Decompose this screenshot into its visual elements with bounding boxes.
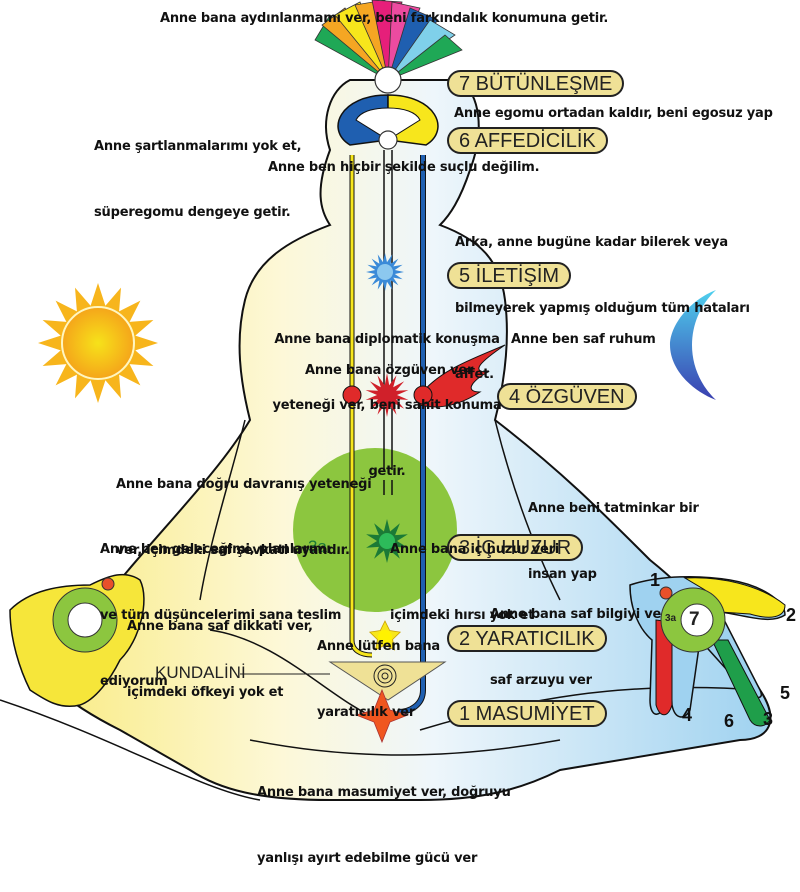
right-hand: [629, 576, 786, 727]
hand-void-label: 3a: [665, 613, 677, 624]
finger-number-3: 3: [763, 709, 774, 729]
mooladhara-symbol: [354, 688, 410, 744]
affirmation-line: yeteneği ver, beni sahit konuma: [272, 398, 502, 413]
affirmation-line: Anne bana saf bilgiyi ve: [490, 607, 662, 622]
affirmation-line: Anne bana saf dikkati ver,: [127, 619, 313, 634]
affirmation-line: getir.: [368, 464, 406, 479]
affirmation-line: Anne bana masumiyet ver, doğruyu: [257, 785, 511, 800]
affirmation-right-conduct: Anne bana doğru davranış yeteneği ver, i…: [116, 430, 372, 584]
sun-icon: [38, 283, 158, 403]
diagram-artwork: [0, 0, 786, 801]
anahata-symbol: [342, 344, 506, 417]
affirmation-ego: Anne egomu ortadan kaldır, beni egosuz y…: [454, 106, 773, 121]
kundalini-triangle: [240, 661, 447, 701]
chakra-label-1: 1 MASUMİYET: [447, 700, 607, 727]
finger-number-6: 6: [724, 711, 735, 731]
vishuddhi-symbol: [366, 253, 404, 291]
affirmation-line: Anne şartlanmalarımı yok et,: [94, 139, 302, 154]
void-circle: [293, 448, 457, 612]
affirmation-creativity: Anne lütfen bana yaratıcılık ver: [317, 592, 440, 746]
affirmation-line: Anne bana diplomatik konuşma: [274, 332, 500, 347]
affirmation-line: insan yap: [528, 567, 597, 582]
nabhi-symbol: [366, 519, 408, 563]
affirmation-line: Anne bana doğru davranış yeteneği: [116, 477, 372, 492]
finger-number-1: 1: [650, 570, 661, 590]
affirmation-line: ver, içimdeki saf şevkati uyandır.: [116, 543, 350, 558]
affirmation-vishuddhi: Anne bana diplomatik konuşma yeteneği ve…: [262, 285, 512, 505]
affirmation-top: Anne bana aydınlanmamı ver, beni farkınd…: [160, 11, 609, 26]
agnya-shape: [337, 94, 439, 150]
affirmation-back: Arka, anne bugüne kadar bilerek veya bil…: [455, 188, 750, 408]
affirmation-line: affet.: [455, 367, 494, 382]
affirmation-line: Anne ben geleceğimi, planlarımı: [100, 542, 331, 557]
affirmation-line: Arka, anne bugüne kadar bilerek veya: [455, 235, 728, 250]
swadishthan-symbol: [368, 620, 402, 651]
affirmation-knowledge: Anne bana saf bilgiyi ve saf arzuyu ver: [490, 560, 661, 714]
affirmation-peace: Anne bana iç huzur veri içimdeki hırsı y…: [390, 495, 559, 649]
affirmation-line: yaratıcılık ver: [317, 705, 416, 720]
sahasrara-lotus: [314, 0, 463, 94]
chakra-label-6: 6 AFFEDİCİLİK: [447, 127, 608, 154]
affirmation-satisfied: Anne beni tatminkar bir insan yap: [528, 454, 699, 608]
affirmation-line: ve tüm düşüncelerimi sana teslim: [100, 608, 342, 623]
affirmation-line: içimdeki hırsı yok et: [390, 608, 535, 623]
finger-number-4: 4: [682, 705, 693, 725]
affirmation-line: Anne bana iç huzur veri: [390, 542, 560, 557]
affirmation-pure-spirit: Anne ben saf ruhum: [511, 332, 656, 347]
energy-channels: [349, 150, 426, 715]
affirmation-line: saf arzuyu ver: [490, 673, 592, 688]
hand-center-label: 7: [689, 609, 700, 630]
affirmation-line: Anne lütfen bana: [317, 639, 440, 654]
chakra-label-7: 7 BÜTÜNLEŞME: [447, 70, 625, 97]
affirmation-guilt: Anne ben hiçbir şekilde suçlu değilim.: [268, 160, 540, 175]
affirmation-line: süperegomu dengeye getir.: [94, 205, 291, 220]
chakra-label-4: 4 ÖZGÜVEN: [497, 383, 637, 410]
chakra-label-3: 3 İÇ HUZUR: [447, 534, 584, 561]
affirmation-line: içimdeki öfkeyi yok et: [127, 685, 284, 700]
chakra-diagram: 7 BÜTÜNLEŞME 6 AFFEDİCİLİK 5 İLETİŞİM 4 …: [0, 0, 797, 866]
affirmation-attention: Anne bana saf dikkati ver, içimdeki öfke…: [127, 572, 313, 726]
moon-icon: [670, 290, 716, 400]
affirmation-line: Anne beni tatminkar bir: [528, 501, 699, 516]
void-label: 3a: [308, 537, 327, 556]
left-hand: [9, 573, 145, 707]
finger-number-2: 2: [786, 605, 797, 625]
affirmation-confidence: Anne bana özgüven ver: [305, 363, 474, 378]
chakra-label-2: 2 YARATICILIK: [447, 625, 607, 652]
finger-number-5: 5: [780, 683, 791, 703]
affirmation-line: yanlışı ayırt edebilme gücü ver: [257, 851, 478, 866]
chakra-label-5: 5 İLETİŞİM: [447, 262, 572, 289]
affirmation-future: Anne ben geleceğimi, planlarımı ve tüm d…: [100, 495, 341, 715]
affirmation-line: ediyorum: [100, 674, 168, 689]
kundalini-label: KUNDALİNİ: [155, 663, 246, 682]
affirmation-innocence: Anne bana masumiyet ver, doğruyu yanlışı…: [257, 738, 511, 892]
affirmation-line: bilmeyerek yapmış olduğum tüm hataları: [455, 301, 750, 316]
affirmation-superego: Anne şartlanmalarımı yok et, süperegomu …: [94, 92, 302, 246]
